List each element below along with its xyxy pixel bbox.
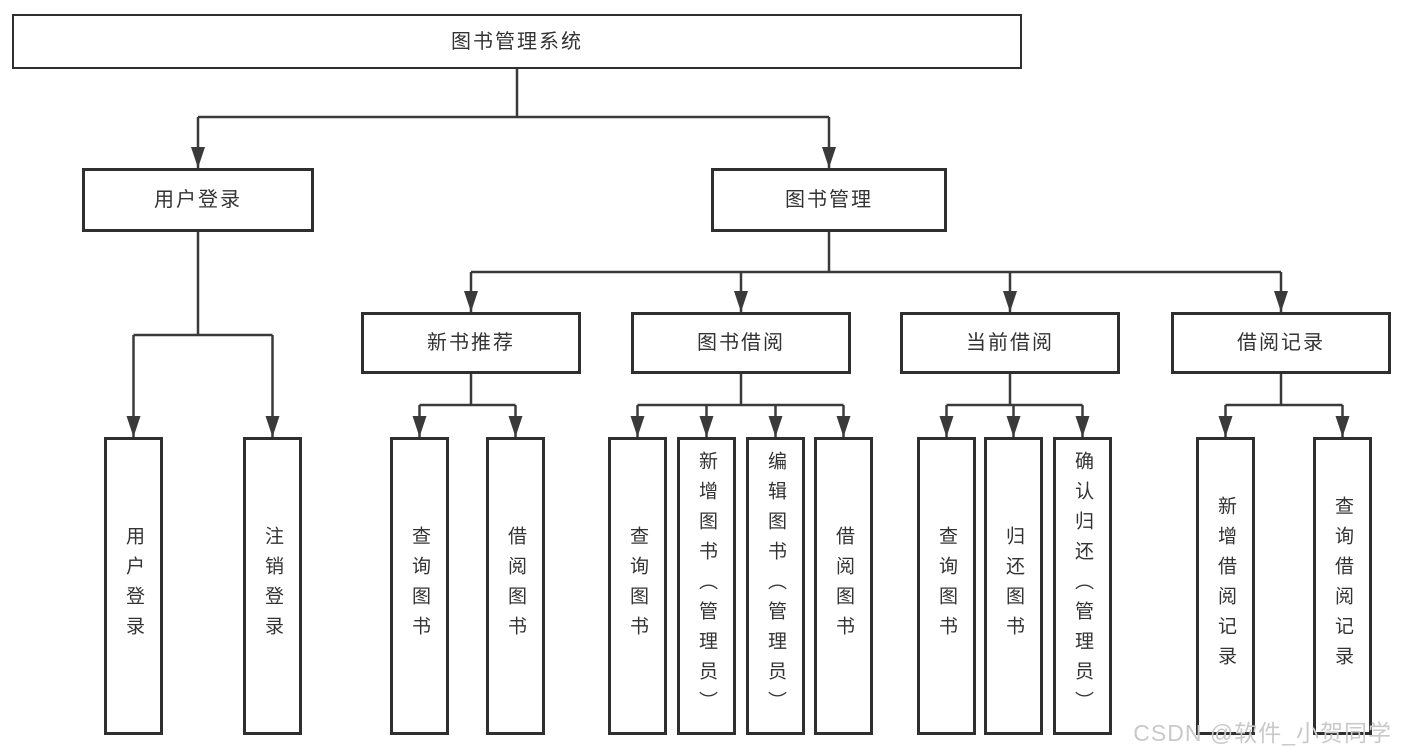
connector-current-borrow-children xyxy=(939,374,1090,437)
leaf-add-book-admin: 新增图书（管理员） xyxy=(677,437,736,735)
node-book-borrow: 图书借阅 xyxy=(631,312,851,374)
node-library-system-root: 图书管理系统 xyxy=(12,14,1022,69)
node-new-book-recommend: 新书推荐 xyxy=(361,312,581,374)
leaf-confirm-return-admin: 确认归还（管理员） xyxy=(1053,437,1112,735)
connector-user-login-children xyxy=(126,232,280,437)
leaf-logout-login: 注销登录 xyxy=(243,437,302,735)
node-user-login: 用户登录 xyxy=(82,168,314,232)
leaf-borrow-book-1: 借阅图书 xyxy=(486,437,545,735)
leaf-edit-book-admin: 编辑图书（管理员） xyxy=(746,437,805,735)
leaf-borrow-book-2: 借阅图书 xyxy=(814,437,873,735)
connector-new-book-rec-children xyxy=(412,374,523,437)
node-current-borrow: 当前借阅 xyxy=(900,312,1120,374)
leaf-user-login: 用户登录 xyxy=(104,437,163,735)
leaf-return-book: 归还图书 xyxy=(984,437,1043,735)
leaf-query-borrow-record: 查询借阅记录 xyxy=(1313,437,1372,735)
connector-book-mgmt-children xyxy=(464,232,1288,312)
connector-book-borrow-children xyxy=(630,374,851,437)
csdn-watermark: CSDN @软件_小贺同学 xyxy=(1133,720,1392,746)
node-book-management: 图书管理 xyxy=(711,168,947,232)
connector-borrow-records-children xyxy=(1218,374,1350,437)
leaf-add-borrow-record: 新增借阅记录 xyxy=(1196,437,1255,735)
leaf-query-book-2: 查询图书 xyxy=(608,437,667,735)
leaf-query-book-3: 查询图书 xyxy=(917,437,976,735)
leaf-query-book-1: 查询图书 xyxy=(390,437,449,735)
node-borrow-records: 借阅记录 xyxy=(1171,312,1391,374)
connector-root-to-level2 xyxy=(191,69,836,168)
